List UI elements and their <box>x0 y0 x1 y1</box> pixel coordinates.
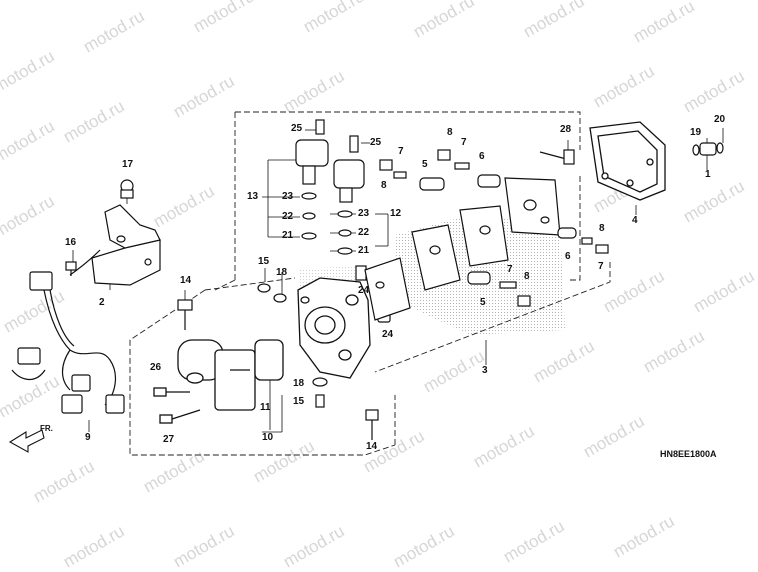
callout-16: 16 <box>65 237 77 248</box>
callout-7d: 7 <box>507 264 513 275</box>
callout-12: 12 <box>390 208 402 219</box>
callout-5b: 5 <box>480 297 486 308</box>
callout-6b: 6 <box>565 251 571 262</box>
callout-18b: 18 <box>293 378 305 389</box>
cover-4 <box>589 121 666 201</box>
callout-14b: 14 <box>366 441 378 452</box>
callout-24a: 24 <box>358 285 370 296</box>
wire-harness <box>11 249 125 414</box>
diagram-code: HN8EE1800A <box>660 449 717 459</box>
callout-10: 10 <box>262 432 274 443</box>
callout-4: 4 <box>632 215 638 226</box>
solenoid-13 <box>295 119 329 240</box>
callout-25b: 25 <box>370 137 382 148</box>
callout-8c: 8 <box>599 223 605 234</box>
callout-6a: 6 <box>479 151 485 162</box>
front-arrow-icon <box>8 429 45 453</box>
leader-lines <box>72 128 724 433</box>
callout-8d: 8 <box>524 271 530 282</box>
callout-5a: 5 <box>422 159 428 170</box>
callout-21a: 21 <box>282 230 294 241</box>
callout-3: 3 <box>482 365 488 376</box>
callout-9: 9 <box>85 432 91 443</box>
callout-26: 26 <box>150 362 162 373</box>
callout-22b: 22 <box>358 227 370 238</box>
callout-7b: 7 <box>461 137 467 148</box>
callout-1: 1 <box>705 169 711 180</box>
spool-valves <box>379 149 609 307</box>
solenoid-12 <box>333 135 365 255</box>
callout-18a: 18 <box>276 267 288 278</box>
callout-17: 17 <box>122 159 134 170</box>
bolt-14 <box>177 299 379 440</box>
callout-25a: 25 <box>291 123 303 134</box>
valve-body <box>297 277 371 379</box>
callout-14a: 14 <box>180 275 192 286</box>
callout-27: 27 <box>163 434 175 445</box>
callout-24b: 24 <box>382 329 394 340</box>
plug-1 <box>692 142 724 156</box>
callout-11: 11 <box>260 402 271 413</box>
callout-19: 19 <box>690 127 702 138</box>
shift-solenoid-10 <box>153 339 284 424</box>
bolt-16 <box>65 261 77 276</box>
callout-23a: 23 <box>282 191 294 202</box>
callout-28: 28 <box>560 124 572 135</box>
callout-22a: 22 <box>282 211 294 222</box>
callout-2: 2 <box>99 297 105 308</box>
assembly-frame <box>129 111 611 456</box>
separator-plates <box>364 177 561 321</box>
callout-7a: 7 <box>398 146 404 157</box>
front-direction-label: FR. <box>40 424 53 433</box>
callout-20: 20 <box>714 114 726 125</box>
callout-8a: 8 <box>381 180 387 191</box>
clip-17 <box>120 179 134 199</box>
callout-8b: 8 <box>447 127 453 138</box>
bracket-2 <box>91 204 161 286</box>
callout-7c: 7 <box>598 261 604 272</box>
callout-21b: 21 <box>358 245 370 256</box>
callout-15b: 15 <box>293 396 305 407</box>
callout-13: 13 <box>247 191 259 202</box>
callout-23b: 23 <box>358 208 370 219</box>
callout-15a: 15 <box>258 256 270 267</box>
